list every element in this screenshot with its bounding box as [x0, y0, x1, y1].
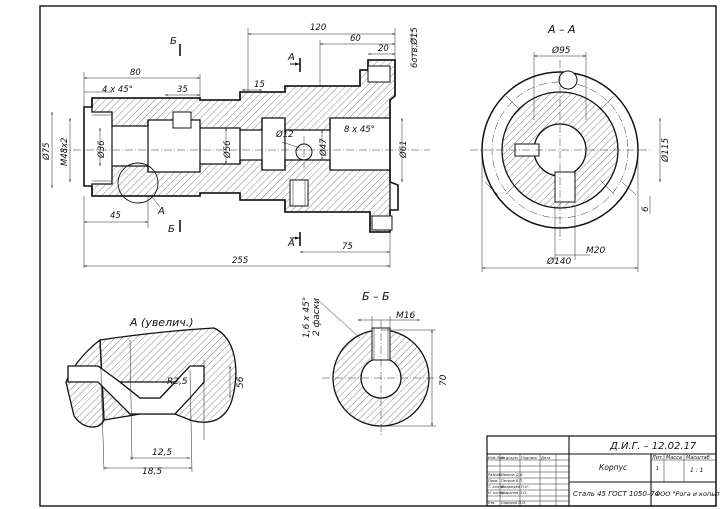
dim-6: 6 — [641, 206, 651, 212]
label-a-top: А — [287, 52, 295, 63]
dim-phi115: Ø115 — [660, 137, 671, 163]
dim-35: 35 — [177, 85, 188, 95]
dim-255: 255 — [232, 256, 248, 266]
dim-chamfer-right: 8 x 45° — [344, 125, 375, 135]
tb-row-3-role: Т. контр. — [488, 485, 505, 489]
label-a-bottom: А — [287, 238, 295, 249]
dim-chamfer-note: 2 фаски — [312, 298, 322, 336]
dim-chamfer-left: 4 x 45° — [102, 85, 133, 95]
section-aa — [470, 52, 661, 272]
dim-75: 75 — [342, 242, 353, 252]
dim-phi75: Ø75 — [41, 142, 52, 161]
title-block — [486, 435, 717, 507]
detail-a — [65, 327, 237, 473]
scale-value: 1 : 1 — [690, 467, 703, 474]
detail-a-title: А (увелич.) — [129, 316, 194, 329]
header-mass: Масса — [666, 455, 682, 461]
tb-row-0-name: № докум. — [500, 456, 519, 460]
tb-row-4-name: Шарапов О.О. — [501, 491, 527, 495]
dim-phi36: Ø36 — [96, 140, 107, 159]
tb-row-1-name: Иванов Д.И. — [501, 473, 524, 477]
tb-row-1-role: Разраб. — [488, 473, 502, 477]
dim-18-5: 18,5 — [142, 467, 162, 477]
tb-row-5-role: Утв. — [488, 501, 496, 505]
dim-chamfer-bb: 1,6 x 45° — [302, 297, 312, 338]
dim-70: 70 — [439, 374, 449, 386]
dim-m48: M48x2 — [60, 137, 70, 166]
main-view — [51, 28, 430, 268]
dim-hole-spec: 6отв.Ø15 — [409, 27, 420, 68]
label-b-bottom: Б — [168, 224, 175, 235]
tb-row-0-role: Изм.Лист — [488, 456, 506, 460]
header-scale: Масштаб — [686, 455, 710, 461]
drawing-frame — [39, 5, 717, 507]
tb-row-0-date: Дата — [540, 456, 550, 460]
sheet-number: 1 — [656, 466, 659, 472]
dim-phi95: Ø95 — [551, 45, 571, 56]
dim-12-5: 12,5 — [152, 448, 172, 458]
dim-20: 20 — [378, 44, 389, 54]
company: ООО "Рога и копыта" — [655, 490, 720, 498]
label-b-top: Б — [170, 36, 177, 47]
dim-phi12: Ø12 — [275, 129, 294, 140]
dim-120: 120 — [310, 23, 326, 33]
dim-60: 60 — [350, 34, 361, 44]
dim-phi47: Ø47 — [318, 138, 329, 157]
tb-row-4-role: Н. контр. — [488, 491, 505, 495]
label-a-detail: А — [157, 206, 165, 217]
tb-row-2-role: Пров. — [488, 479, 498, 483]
section-bb-title: Б – Б — [362, 290, 390, 303]
tb-row-2-name: Петров В.П. — [501, 479, 523, 483]
tb-row-3-name: Медведев Н.Н. — [501, 485, 529, 489]
dim-15: 15 — [254, 80, 265, 90]
header-lit: Лит. — [651, 455, 664, 461]
dim-56: 56 — [236, 376, 246, 388]
dim-phi56: Ø56 — [222, 140, 233, 159]
dim-m20: M20 — [586, 246, 605, 256]
dim-80: 80 — [130, 68, 141, 78]
dim-r25: R2,5 — [167, 377, 188, 387]
tb-row-5-name: Сидоров О.О. — [501, 501, 526, 505]
dim-phi140: Ø140 — [546, 256, 572, 267]
section-bb — [317, 299, 440, 436]
dim-45: 45 — [110, 211, 121, 221]
section-aa-title: А – А — [547, 23, 576, 36]
material: Сталь 45 ГОСТ 1050–74 — [573, 490, 659, 498]
dim-phi61: Ø61 — [398, 140, 409, 159]
tb-row-0-sign: Подпись — [521, 456, 537, 460]
part-name: Корпус — [599, 463, 628, 472]
doc-code: Д.И.Г. – 12.02.17 — [609, 441, 697, 452]
dim-m16: M16 — [396, 311, 415, 321]
